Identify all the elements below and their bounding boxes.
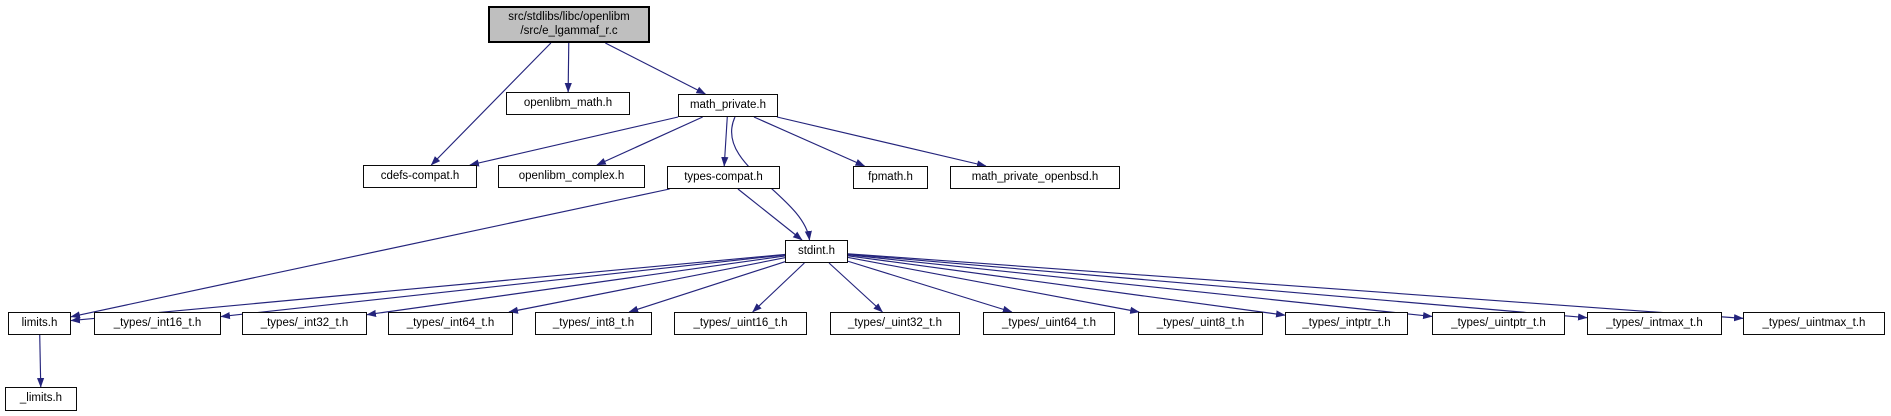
edge-stdint-to-int16 <box>220 254 786 320</box>
node-math_private_openbsd[interactable]: math_private_openbsd.h <box>950 166 1120 189</box>
edge-stdint-to-uint16 <box>752 262 805 313</box>
edge-types_compat-to-limits <box>70 188 670 319</box>
edge-stdint-to-uintmax <box>847 253 1744 322</box>
edge-stdint-to-uint64 <box>847 260 1013 313</box>
node-root[interactable]: src/stdlibs/libc/openlibm /src/e_lgammaf… <box>488 6 650 43</box>
node-uintptr[interactable]: _types/_uintptr_t.h <box>1432 312 1565 335</box>
edge-stdint-to-int64 <box>508 257 786 314</box>
node-intptr[interactable]: _types/_intptr_t.h <box>1285 312 1408 335</box>
edge-stdint-to-intmax <box>847 253 1588 321</box>
node-uintmax[interactable]: _types/_uintmax_t.h <box>1743 312 1885 335</box>
edge-root-to-openlibm_math <box>564 42 572 93</box>
edge-stdint-to-uint8 <box>847 256 1140 314</box>
edge-math_private-to-types_compat <box>721 116 729 167</box>
node-int16[interactable]: _types/_int16_t.h <box>94 312 221 335</box>
node-_limits[interactable]: _limits.h <box>5 387 77 411</box>
edge-root-to-cdefs_compat <box>430 42 552 166</box>
edge-stdint-to-uint32 <box>828 262 883 313</box>
node-stdint[interactable]: stdint.h <box>785 240 848 263</box>
node-cdefs_compat[interactable]: cdefs-compat.h <box>363 165 477 188</box>
edge-stdint-to-int32 <box>366 255 786 318</box>
edge-limits-to-_limits <box>36 334 45 388</box>
edge-math_private-to-math_private_openbsd <box>776 116 987 168</box>
node-uint64[interactable]: _types/_uint64_t.h <box>983 312 1115 335</box>
edge-math_private-to-openlibm_complex <box>596 116 703 166</box>
edge-stdint-to-int8 <box>628 261 786 313</box>
node-fpmath[interactable]: fpmath.h <box>853 166 928 189</box>
node-openlibm_math[interactable]: openlibm_math.h <box>506 92 630 115</box>
node-openlibm_complex[interactable]: openlibm_complex.h <box>498 165 645 188</box>
node-int64[interactable]: _types/_int64_t.h <box>388 312 513 335</box>
node-uint16[interactable]: _types/_uint16_t.h <box>674 312 807 335</box>
node-uint8[interactable]: _types/_uint8_t.h <box>1138 312 1263 335</box>
edge-stdint-to-limits <box>70 253 786 324</box>
edge-types_compat-to-stdint <box>737 188 803 241</box>
edge-math_private-to-fpmath <box>753 116 866 167</box>
node-int32[interactable]: _types/_int32_t.h <box>242 312 367 335</box>
edge-stdint-to-uintptr <box>847 254 1433 320</box>
node-types_compat[interactable]: types-compat.h <box>667 166 780 189</box>
edge-root-to-math_private <box>605 42 706 95</box>
node-limits[interactable]: limits.h <box>8 312 71 335</box>
node-int8[interactable]: _types/_int8_t.h <box>535 312 652 335</box>
edge-stdint-to-intptr <box>847 255 1286 318</box>
node-intmax[interactable]: _types/_intmax_t.h <box>1587 312 1722 335</box>
edge-math_private-to-cdefs_compat <box>469 116 679 167</box>
node-uint32[interactable]: _types/_uint32_t.h <box>830 312 960 335</box>
node-math_private[interactable]: math_private.h <box>678 94 778 117</box>
